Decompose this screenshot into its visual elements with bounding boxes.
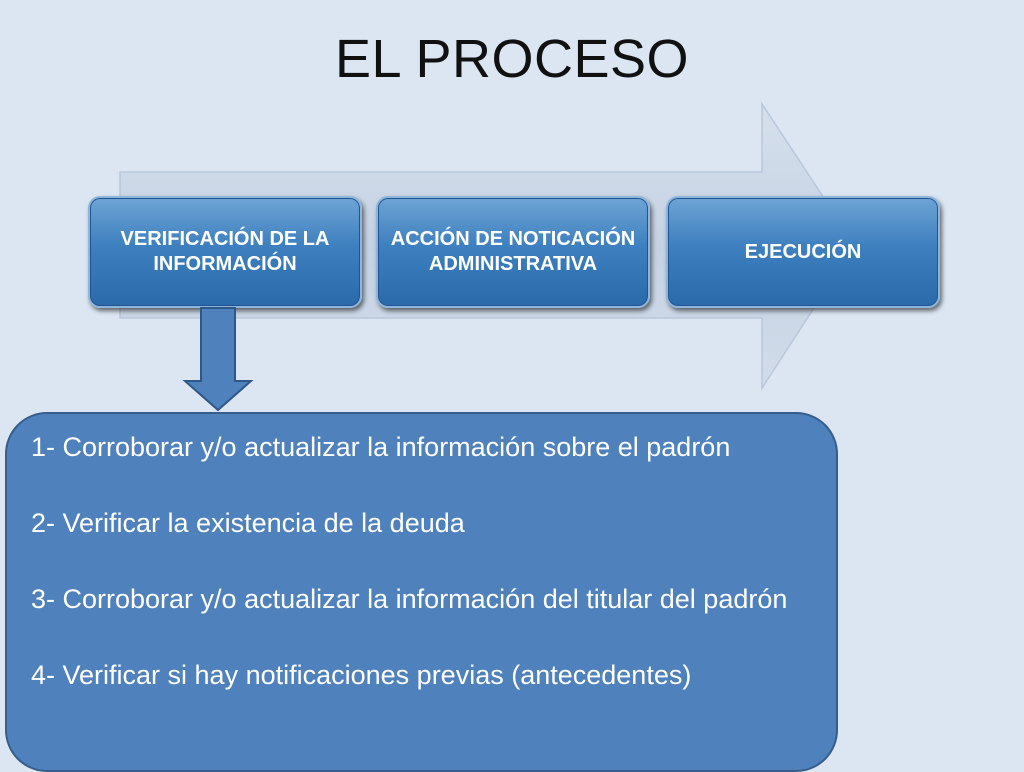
detail-item-2: 2- Verificar la existencia de la deuda bbox=[31, 508, 465, 538]
step-ejecucion: EJECUCIÓN bbox=[666, 196, 940, 308]
detail-item-4: 4- Verificar si hay notificaciones previ… bbox=[31, 660, 692, 690]
details-panel: 1- Corroborar y/o actualizar la informac… bbox=[5, 412, 838, 772]
detail-item-1: 1- Corroborar y/o actualizar la informac… bbox=[31, 432, 731, 462]
step-accion-notificacion: ACCIÓN DE NOTICACIÓN ADMINISTRATIVA bbox=[376, 196, 650, 308]
down-arrow-connector bbox=[182, 307, 254, 412]
slide-title: EL PROCESO bbox=[334, 29, 690, 89]
detail-item-3: 3- Corroborar y/o actualizar la informac… bbox=[31, 584, 788, 614]
step-verificacion: VERIFICACIÓN DE LA INFORMACIÓN bbox=[88, 196, 362, 308]
